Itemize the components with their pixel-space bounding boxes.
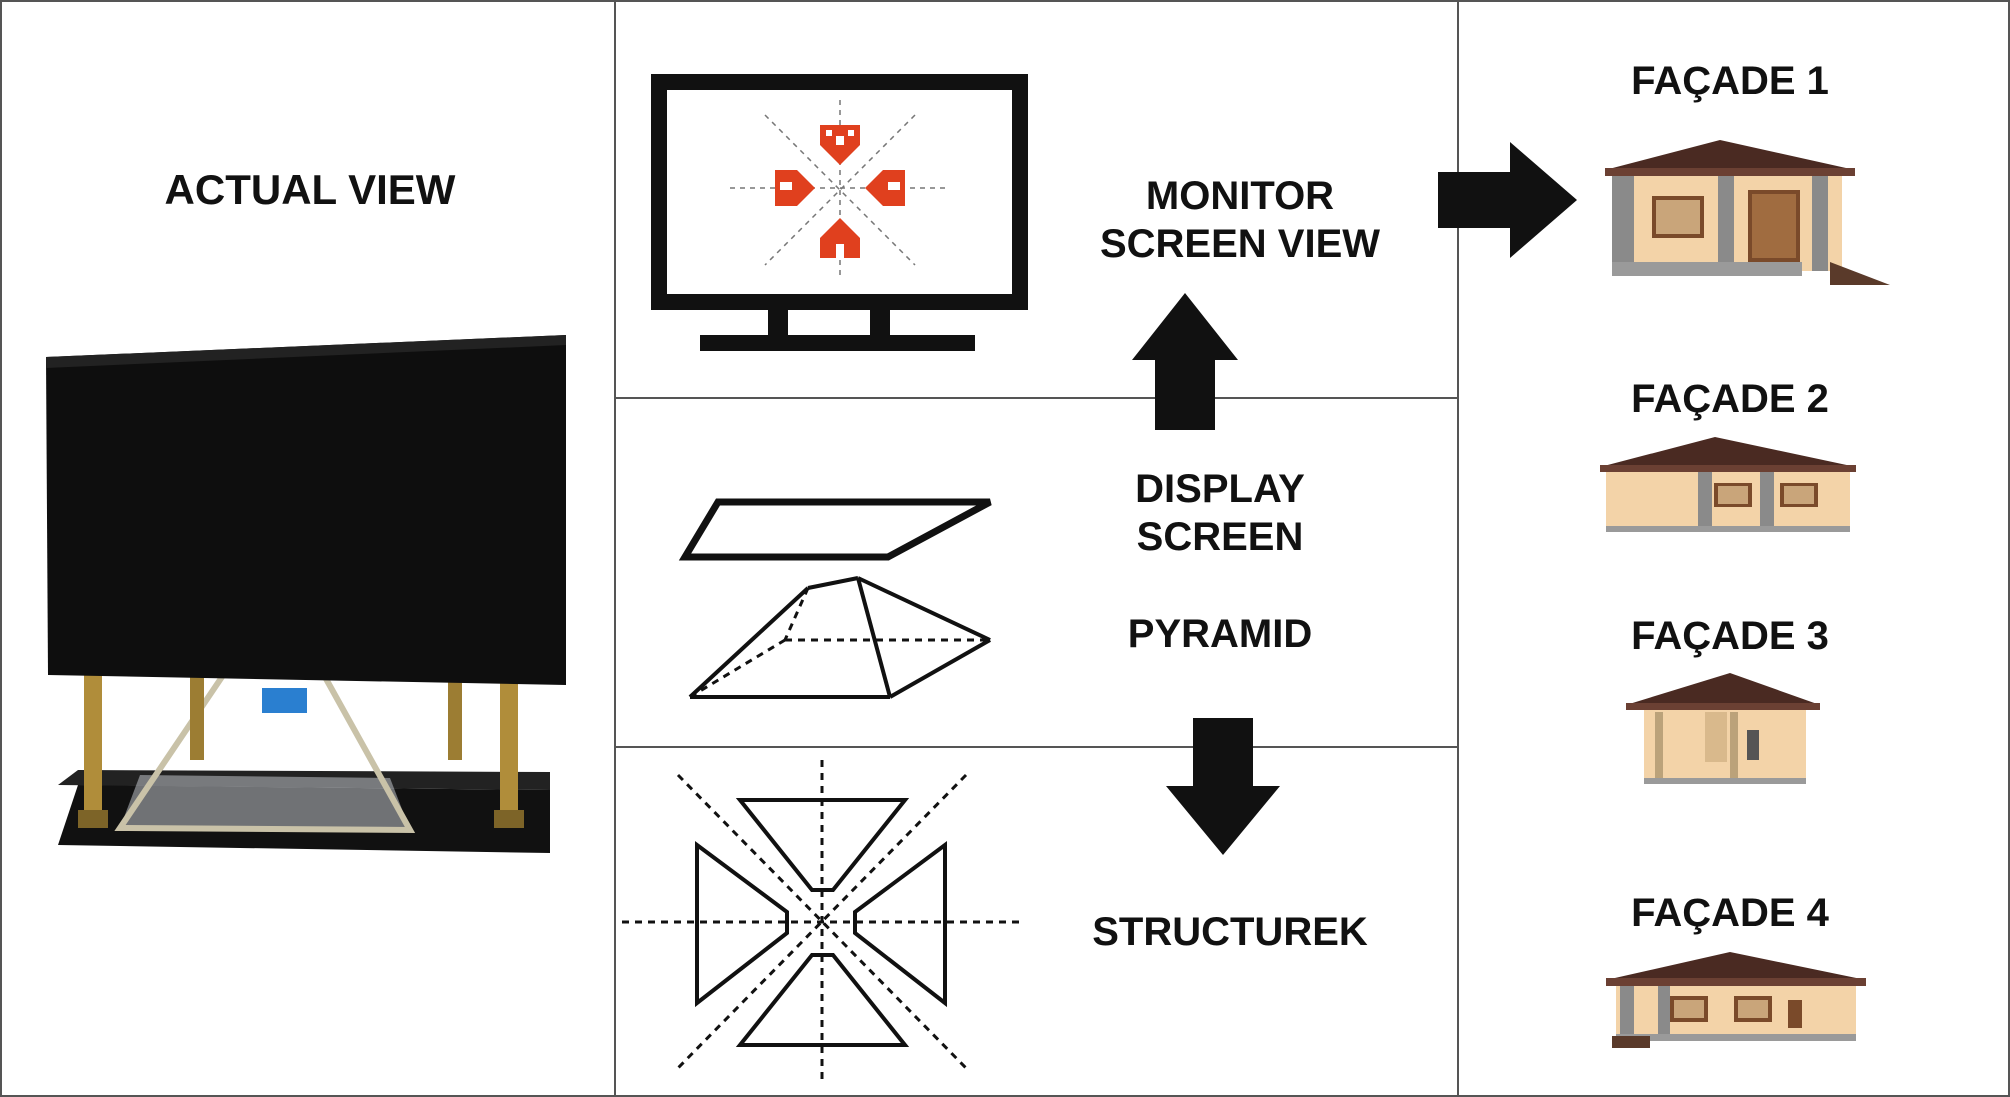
arrow-icon xyxy=(1166,718,1280,855)
structure-diagram xyxy=(622,760,1020,1085)
display-screen-label: DISPLAY SCREEN xyxy=(1095,465,1345,561)
facade-3-label: FAÇADE 3 xyxy=(1631,614,1829,658)
display-label-line1: DISPLAY xyxy=(1135,467,1305,511)
display-screen-plane xyxy=(678,498,992,561)
arrow-icon xyxy=(1438,142,1577,258)
structure-label: STRUCTUREK xyxy=(1092,910,1368,954)
monitor-icon xyxy=(651,74,1028,351)
pyramid-diagram xyxy=(688,576,991,699)
leg xyxy=(84,650,102,825)
monitor-screen-view-label: MONITOR SCREEN VIEW xyxy=(1085,172,1395,268)
glass-pyramid xyxy=(120,775,410,830)
facade-4-house xyxy=(1606,952,1866,1048)
actual-view-label: ACTUAL VIEW xyxy=(164,166,456,213)
facade-2-house xyxy=(1600,437,1856,532)
house-icon xyxy=(820,125,860,165)
house-icon xyxy=(820,218,860,258)
facade-1-label: FAÇADE 1 xyxy=(1631,59,1829,103)
monitor-label-line2: SCREEN VIEW xyxy=(1099,222,1381,266)
facade-4-label: FAÇADE 4 xyxy=(1631,891,1829,935)
house-icon xyxy=(865,170,905,206)
facade-3-house xyxy=(1626,673,1820,784)
facade-2-label: FAÇADE 2 xyxy=(1631,377,1829,421)
display-box xyxy=(46,335,566,685)
arrow-icon xyxy=(1132,293,1238,430)
actual-hologram-device xyxy=(46,335,566,853)
leg xyxy=(500,650,518,825)
pyramid-label: PYRAMID xyxy=(1127,612,1313,656)
monitor-label-line1: MONITOR xyxy=(1145,174,1335,218)
display-label-line2: SCREEN xyxy=(1136,515,1304,559)
facade-1-house xyxy=(1605,140,1890,285)
house-icon xyxy=(775,170,815,206)
